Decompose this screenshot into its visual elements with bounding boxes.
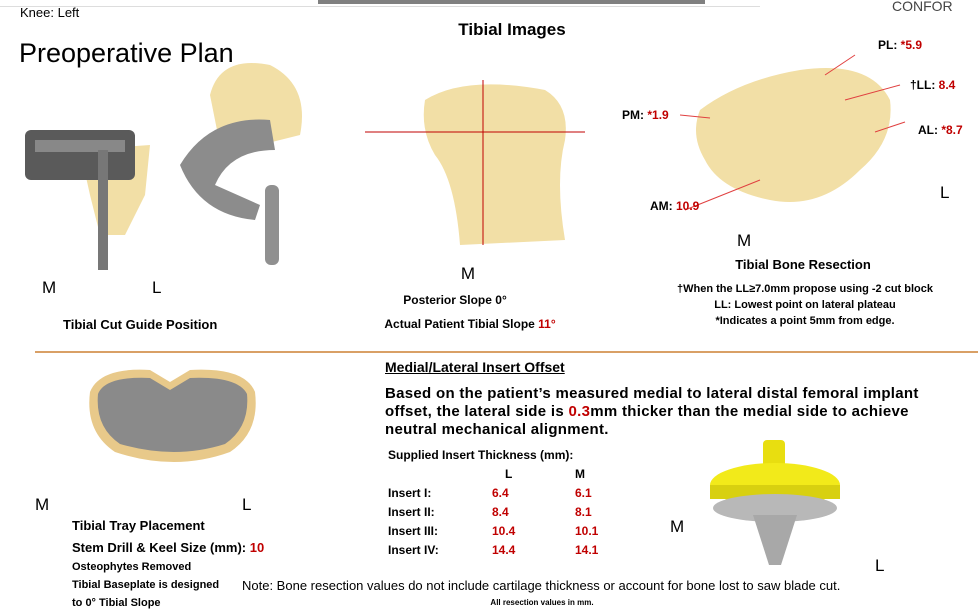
insert-medial-label: M	[670, 517, 685, 536]
footer-note: Note: Bone resection values do not inclu…	[242, 578, 841, 593]
resection-note-1: †When the LL≥7.0mm propose using -2 cut …	[676, 283, 934, 295]
units-note: All resection values in mm.	[490, 598, 594, 607]
actual-slope-value: 11°	[538, 317, 556, 331]
osteophytes-removed: Osteophytes Removed	[72, 561, 192, 573]
am-measurement: AM: 10.9	[650, 199, 700, 213]
insert-lateral-label: L	[875, 556, 885, 575]
top-bar	[318, 0, 705, 4]
section-separator	[35, 351, 978, 353]
offset-paragraph-3: neutral mechanical alignment.	[385, 421, 609, 438]
cut-guide-medial-label: M	[42, 278, 57, 297]
tibial-slope-image	[365, 80, 585, 245]
offset-paragraph-2: offset, the lateral side is 0.3mm thicke…	[385, 403, 909, 420]
column-l: L	[505, 467, 513, 481]
resection-lateral-label: L	[940, 183, 950, 202]
brand-logo: CONFOR	[892, 0, 953, 14]
resection-caption: Tibial Bone Resection	[735, 257, 871, 272]
tibial-resection-image	[680, 54, 906, 211]
actual-tibial-slope: Actual Patient Tibial Slope 11°	[384, 317, 555, 331]
tibial-tray-image	[89, 369, 256, 462]
top-divider	[0, 6, 760, 7]
al-measurement: AL: *8.7	[918, 123, 963, 137]
pl-measurement: PL: *5.9	[878, 38, 923, 52]
cut-guide-image	[25, 63, 302, 270]
actual-slope-label: Actual Patient Tibial Slope	[384, 317, 539, 331]
insert-implant-image	[710, 440, 840, 565]
slope-medial-label: M	[460, 264, 476, 283]
baseplate-note-2: to 0° Tibial Slope	[72, 597, 161, 609]
tray-medial-label: M	[35, 495, 50, 514]
resection-medial-label: M	[737, 231, 752, 250]
pm-measurement: PM: *1.9	[622, 108, 669, 122]
resection-note-2: LL: Lowest point on lateral plateau	[714, 299, 896, 311]
offset-heading: Medial/Lateral Insert Offset	[385, 359, 565, 375]
insert-table-title: Supplied Insert Thickness (mm):	[388, 448, 574, 462]
knee-side: Knee: Left	[20, 5, 80, 20]
baseplate-note-1: Tibial Baseplate is designed	[72, 579, 220, 591]
ll-measurement: †LL: 8.4	[910, 78, 956, 92]
tray-lateral-label: L	[242, 495, 252, 514]
offset-paragraph-1: Based on the patient’s measured medial t…	[385, 385, 919, 402]
page-title: Preoperative Plan	[19, 38, 234, 68]
resection-note-3: *Indicates a point 5mm from edge.	[715, 315, 895, 327]
column-m: M	[575, 467, 585, 481]
stem-drill-keel-size: Stem Drill & Keel Size (mm): 10	[72, 540, 265, 555]
posterior-slope: Posterior Slope 0°	[403, 293, 507, 307]
section-title: Tibial Images	[458, 20, 566, 39]
tray-placement: Tibial Tray Placement	[72, 518, 205, 533]
cut-guide-lateral-label: L	[152, 278, 162, 297]
cut-guide-caption: Tibial Cut Guide Position	[63, 317, 218, 332]
